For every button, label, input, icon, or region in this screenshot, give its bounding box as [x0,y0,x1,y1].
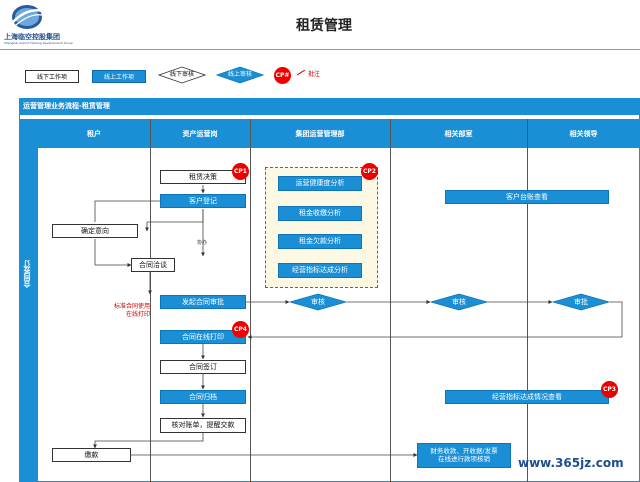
header-divider [0,49,640,50]
box-health-analysis: 运营健康度分析 [278,176,362,191]
cp4-badge: CP4 [232,321,249,338]
lane-header-asset-ops: 资产运营岗 [182,129,218,138]
box-customer-register: 客户登记 [160,194,246,208]
phase-column [19,148,38,482]
logo-text: 上海临空控股集团 [4,33,60,41]
box-payment: 缴款 [52,448,131,462]
lane-header-related-leaders: 相关领导 [569,129,598,138]
legend-offline-review-diamond [158,66,206,84]
legend-offline-work: 线下工作项 [25,70,79,83]
flow-frame [19,98,640,482]
box-signing: 合同签订 [160,360,246,374]
box-collection-analysis: 租金收缴分析 [278,206,362,221]
diamond-review-2: 审核 [452,297,466,306]
lane-divider-3 [390,119,391,482]
box-negotiation: 合同洽谈 [131,258,175,272]
box-indicator-analysis: 经营指标达成分析 [278,263,362,278]
legend-remark: 批注 [308,71,321,78]
legend-cp-badge: CP# [274,67,291,84]
box-initiate-approval: 发起合同审批 [160,295,246,309]
lane-header-bar [19,119,640,148]
phase-label: 合同签订 [23,260,31,288]
flow-title-bar [19,98,640,115]
company-logo-icon [11,5,45,29]
lane-header-group-ops: 集团运营管理部 [295,129,345,138]
cp1-badge: CP1 [232,163,249,180]
legend-offline-review-label: 线下审核 [169,70,194,78]
diamond-review-1-shape [289,293,347,311]
logo-subtext: Shanghai Airport Holding Development Gro… [4,41,74,45]
flow-title: 运营管理业务流程-租赁管理 [23,102,110,110]
box-check-remind: 核对账单，提醒交款 [160,418,246,433]
legend-online-work: 线上工作项 [92,70,146,83]
diamond-review-2-shape [430,293,488,311]
assist-label: 协办 [197,240,208,246]
cp3-badge: CP3 [601,381,618,398]
box-ledger-view: 客户台账查看 [445,190,609,204]
diamond-review-1: 审核 [311,297,325,306]
lane-header-tenant: 租户 [87,129,101,138]
box-archive: 合同归档 [160,390,246,404]
page-title: 租赁管理 [296,18,352,34]
box-indicator-view: 经营指标达成情况查看 [445,390,609,404]
red-annotation: 标准合同使用 在线打印 [113,303,150,318]
lane-divider-1 [150,119,151,482]
watermark: www.365jz.com [518,456,624,470]
box-finance: 财务收款、开收据/发票 在线进行款项核销 [417,443,511,468]
remark-tick-icon [297,70,305,76]
box-arrears-analysis: 租金欠款分析 [278,234,362,249]
box-intent: 确定意向 [52,224,138,238]
legend-online-review-label: 线上审核 [227,70,252,78]
lane-header-related-depts: 相关部室 [444,129,473,138]
legend-online-review-diamond [216,66,264,84]
box-online-print: 合同在线打印 [160,330,246,344]
lane-divider-2 [250,119,251,482]
diamond-approve-shape [552,293,610,311]
diamond-approve: 审批 [574,297,588,306]
cp2-badge: CP2 [361,163,378,180]
lane-divider-4 [527,119,528,482]
